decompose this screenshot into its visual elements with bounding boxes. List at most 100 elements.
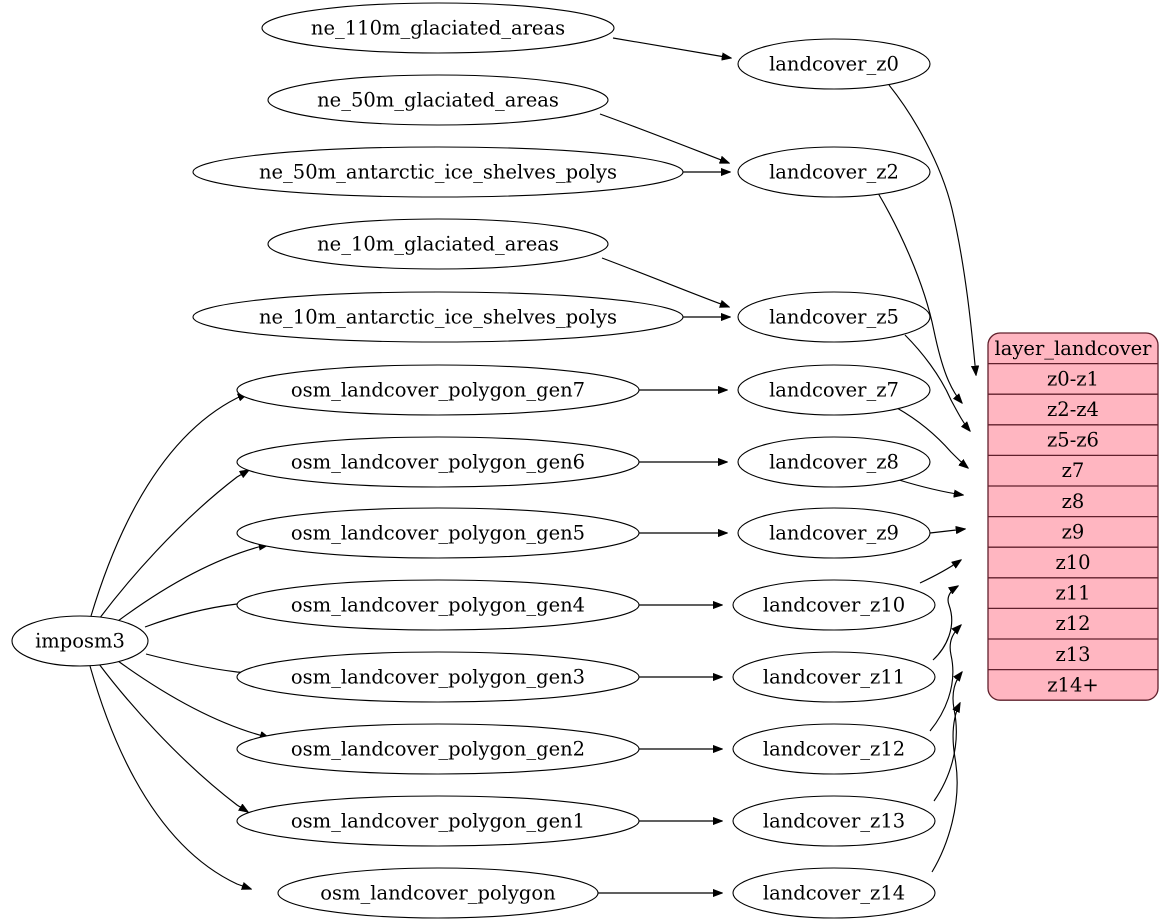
edge-landcover_z0-to-layer_landcover_z0z1 [888,84,976,375]
edge-imposm3-to-osm_landcover_polygon_gen7 [90,394,247,617]
table-row-z0-z1[interactable]: z0-z1 [1047,367,1099,390]
edge-landcover_z14-to-layer_landcover_z14 [931,703,960,873]
node-label-landcover_z5: landcover_z5 [769,306,899,329]
edge-imposm3-to-osm_landcover_polygon_gen2 [117,660,269,738]
table-row-z2-z4[interactable]: z2-z4 [1047,398,1099,421]
node-label-ne_50m_antarctic_ice_shelves_polys: ne_50m_antarctic_ice_shelves_polys [259,161,617,184]
node-landcover_z13[interactable]: landcover_z13 [732,795,936,847]
node-label-osm_landcover_polygon_gen3: osm_landcover_polygon_gen3 [291,666,585,689]
edge-landcover_z5-to-layer_landcover_z5z6 [904,334,970,431]
node-osm_landcover_polygon[interactable]: osm_landcover_polygon [277,867,599,919]
node-landcover_z11[interactable]: landcover_z11 [732,651,936,703]
node-shape-osm_landcover_polygon_gen1 [236,795,640,847]
landcover-nodes-group: landcover_z0 landcover_z2 landcover_z5land… [732,38,936,919]
node-label-ne_50m_glaciated_areas: ne_50m_glaciated_areas [317,89,559,112]
node-label-landcover_z11: landcover_z11 [763,666,905,689]
node-osm_landcover_polygon_gen2[interactable]: osm_landcover_polygon_gen2 [236,723,640,775]
edge-imposm3-to-osm_landcover_polygon_gen6 [98,470,249,620]
node-landcover_z5[interactable]: landcover_z5 [737,291,931,343]
node-osm_landcover_polygon_gen7[interactable]: osm_landcover_polygon_gen7 [236,364,640,416]
edge-landcover_z10-to-layer_landcover_z10 [919,560,961,584]
node-label-landcover_z8: landcover_z8 [769,451,899,474]
node-shape-landcover_z2 [737,146,931,198]
node-shape-landcover_z10 [732,579,936,631]
node-osm_landcover_polygon_gen4[interactable]: osm_landcover_polygon_gen4 [236,579,640,631]
table-row-z12[interactable]: z12 [1055,612,1090,635]
table-row-z9[interactable]: z9 [1062,520,1085,543]
edge-landcover_z2-to-layer_landcover_z2z4 [877,192,962,403]
node-label-landcover_z10: landcover_z10 [763,594,905,617]
node-ne_10m_glaciated_areas[interactable]: ne_10m_glaciated_areas [267,218,609,270]
node-ne_10m_antarctic_ice_shelves_polys[interactable]: ne_10m_antarctic_ice_shelves_polys [192,291,684,343]
edge-landcover_z13-to-layer_landcover_z13 [933,672,962,802]
node-label-landcover_z2: landcover_z2 [769,161,899,184]
node-landcover_z10[interactable]: landcover_z10 [732,579,936,631]
node-label-osm_landcover_polygon_gen2: osm_landcover_polygon_gen2 [291,738,585,761]
table-row-z10[interactable]: z10 [1055,551,1090,574]
node-shape-landcover_z7 [737,364,931,416]
node-label-ne_10m_antarctic_ice_shelves_polys: ne_10m_antarctic_ice_shelves_polys [259,306,617,329]
layer-landcover-table[interactable]: layer_landcover z0-z1 z2-z4 z5-z6 z7 z8 z9 z10 z… [987,332,1159,701]
node-osm_landcover_polygon_gen3[interactable]: osm_landcover_polygon_gen3 [236,651,640,703]
node-label-ne_10m_glaciated_areas: ne_10m_glaciated_areas [317,233,559,256]
osm-nodes-group: osm_landcover_polygon_gen7 osm_landcover_… [236,364,640,919]
node-shape-osm_landcover_polygon_gen2 [236,723,640,775]
node-landcover_z8[interactable]: landcover_z8 [737,436,931,488]
node-label-osm_landcover_polygon_gen1: osm_landcover_polygon_gen1 [291,810,585,833]
node-shape-ne_10m_glaciated_areas [267,218,609,270]
node-shape-landcover_z12 [732,723,936,775]
node-shape-osm_landcover_polygon_gen5 [236,507,640,559]
node-label-landcover_z7: landcover_z7 [769,379,899,402]
edge-ne_110m_glaciated_areas-to-landcover_z0 [612,37,731,58]
node-shape-ne_50m_antarctic_ice_shelves_polys [192,146,684,198]
node-landcover_z7[interactable]: landcover_z7 [737,364,931,416]
table-row-z11[interactable]: z11 [1055,582,1090,605]
edge-ne_50m_glaciated_areas-to-landcover_z2 [599,113,729,163]
node-landcover_z14[interactable]: landcover_z14 [732,867,936,919]
node-landcover_z9[interactable]: landcover_z9 [737,507,931,559]
node-osm_landcover_polygon_gen5[interactable]: osm_landcover_polygon_gen5 [236,507,640,559]
node-shape-ne_110m_glaciated_areas [261,2,615,54]
source-nodes-group: imposm3 [11,615,149,667]
table-header-label: layer_landcover [995,337,1153,360]
edge-imposm3-to-osm_landcover_polygon_gen3 [145,653,261,674]
node-osm_landcover_polygon_gen1[interactable]: osm_landcover_polygon_gen1 [236,795,640,847]
node-shape-osm_landcover_polygon_gen7 [236,364,640,416]
node-label-osm_landcover_polygon_gen5: osm_landcover_polygon_gen5 [291,522,585,545]
edges-layer [89,37,976,893]
table-row-z5-z6[interactable]: z5-z6 [1047,429,1099,452]
node-label-osm_landcover_polygon_gen6: osm_landcover_polygon_gen6 [291,451,585,474]
node-label-landcover_z9: landcover_z9 [769,522,899,545]
table-row-z14+[interactable]: z14+ [1047,673,1098,696]
node-ne_110m_glaciated_areas[interactable]: ne_110m_glaciated_areas [261,2,615,54]
node-shape-landcover_z5 [737,291,931,343]
node-shape-landcover_z11 [732,651,936,703]
edge-landcover_z9-to-layer_landcover_z9 [929,529,965,533]
edge-imposm3-to-osm_landcover_polygon_gen5 [117,545,268,622]
edge-landcover_z11-to-layer_landcover_z11 [932,586,958,661]
node-landcover_z12[interactable]: landcover_z12 [732,723,936,775]
node-ne_50m_antarctic_ice_shelves_polys[interactable]: ne_50m_antarctic_ice_shelves_polys [192,146,684,198]
node-shape-osm_landcover_polygon [277,867,599,919]
node-label-landcover_z13: landcover_z13 [763,810,905,833]
table-row-z13[interactable]: z13 [1055,643,1090,666]
node-landcover_z2[interactable]: landcover_z2 [737,146,931,198]
node-osm_landcover_polygon_gen6[interactable]: osm_landcover_polygon_gen6 [236,436,640,488]
table-row-z8[interactable]: z8 [1062,490,1085,513]
node-shape-landcover_z0 [737,38,931,90]
node-label-landcover_z12: landcover_z12 [763,738,905,761]
node-imposm3[interactable]: imposm3 [11,615,149,667]
node-label-landcover_z14: landcover_z14 [763,882,905,905]
edge-landcover_z7-to-layer_landcover_z7 [896,407,968,468]
node-landcover_z0[interactable]: landcover_z0 [737,38,931,90]
node-shape-osm_landcover_polygon_gen6 [236,436,640,488]
node-shape-ne_50m_glaciated_areas [267,74,609,126]
edge-landcover_z12-to-layer_landcover_z12 [929,625,961,732]
node-shape-landcover_z14 [732,867,936,919]
edge-imposm3-to-osm_landcover_polygon [89,665,251,889]
node-ne_50m_glaciated_areas[interactable]: ne_50m_glaciated_areas [267,74,609,126]
natural-earth-nodes-group: ne_110m_glaciated_areas ne_50m_glaciated_… [192,2,684,343]
edge-ne_10m_glaciated_areas-to-landcover_z5 [601,257,729,307]
table-row-z7[interactable]: z7 [1062,459,1085,482]
